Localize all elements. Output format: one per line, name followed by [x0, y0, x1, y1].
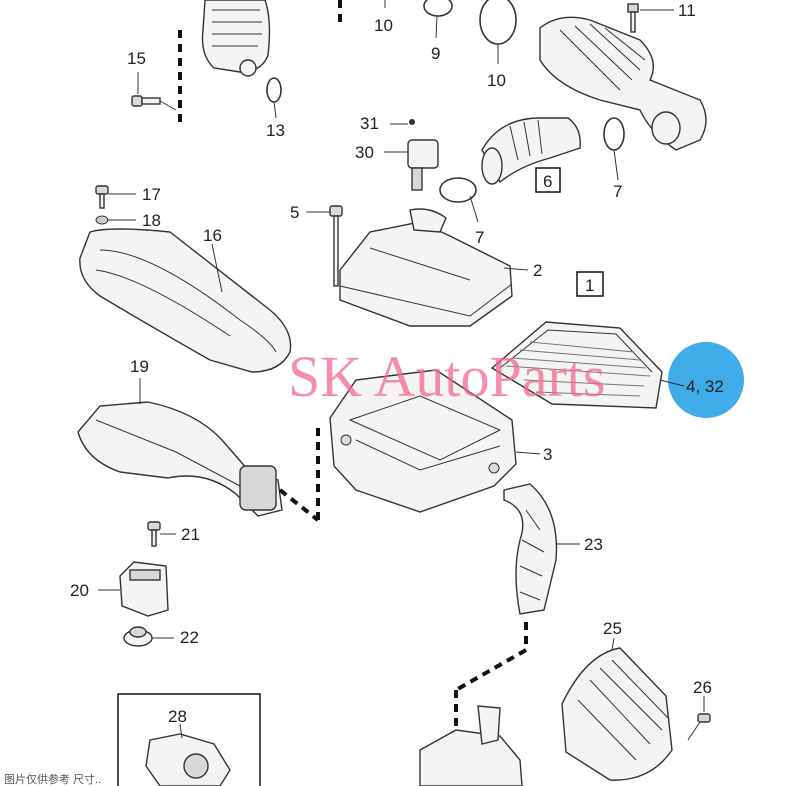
callout-17: 17 [142, 185, 161, 204]
part-washer-18 [95, 215, 109, 225]
callout-11: 11 [678, 1, 696, 20]
callout-16: 16 [203, 226, 222, 245]
callout-9: 9 [431, 44, 440, 63]
callout-22: 22 [180, 628, 199, 647]
callout-28: 28 [168, 707, 187, 726]
part-air-filter-housing-3 [329, 369, 517, 513]
callout-30: 30 [355, 143, 374, 162]
callout-10a: 10 [374, 16, 393, 35]
part-hose-6 [481, 117, 581, 185]
part-bolt-15 [131, 95, 161, 107]
callout-25: 25 [603, 619, 622, 638]
part-charge-air-hose [539, 16, 707, 151]
part-clamp-7-upper [603, 117, 625, 151]
callout-2: 2 [533, 261, 542, 280]
part-o-ring-13 [266, 77, 282, 103]
callout-7a: 7 [613, 182, 622, 201]
part-bolt-11 [627, 3, 639, 33]
part-air-filter-element [490, 321, 663, 409]
callout-6: 6 [543, 172, 552, 191]
callout-7b: 7 [475, 228, 484, 247]
callout-20: 20 [70, 581, 89, 600]
part-cover-25 [561, 647, 673, 781]
callout-13: 13 [266, 121, 285, 140]
callout-23: 23 [584, 535, 603, 554]
part-bolt-5 [329, 205, 343, 287]
callout-5: 5 [290, 203, 299, 222]
callout-3: 3 [543, 445, 552, 464]
part-intake-duct-top-left [201, 0, 271, 77]
callout-15: 15 [127, 49, 146, 68]
part-intake-duct-19 [77, 401, 283, 517]
callout-26: 26 [693, 678, 712, 697]
part-throttle-28 [145, 733, 231, 786]
callout-18: 18 [142, 211, 161, 230]
watermark-text: SK AutoParts [288, 344, 605, 409]
part-clamp-9 [423, 0, 453, 17]
callout-box-1 [576, 271, 604, 297]
callout-1: 1 [585, 276, 594, 295]
callout-4-32: 4, 32 [686, 377, 724, 396]
highlight-marker [668, 342, 744, 418]
part-bracket-20 [119, 561, 169, 617]
callout-box-6 [535, 167, 561, 193]
part-resonator-bottom [419, 705, 523, 786]
part-clamp-10 [479, 0, 517, 45]
part-grommet-22 [123, 626, 153, 647]
part-maf-sensor [407, 119, 439, 191]
callout-31: 31 [360, 114, 379, 133]
part-hose-23 [503, 483, 558, 615]
corner-caption: 图片仅供参考 尺寸.. [4, 772, 101, 786]
part-air-duct-16 [79, 228, 292, 373]
callout-10b: 10 [487, 71, 506, 90]
part-bolt-17 [95, 185, 109, 209]
part-clamp-7-lower [439, 177, 477, 203]
part-bolt-21 [147, 521, 161, 547]
callout-19: 19 [130, 357, 149, 376]
callout-21: 21 [181, 525, 200, 544]
part-bolt-26 [687, 713, 711, 741]
part-air-filter-cover-2 [339, 208, 513, 327]
